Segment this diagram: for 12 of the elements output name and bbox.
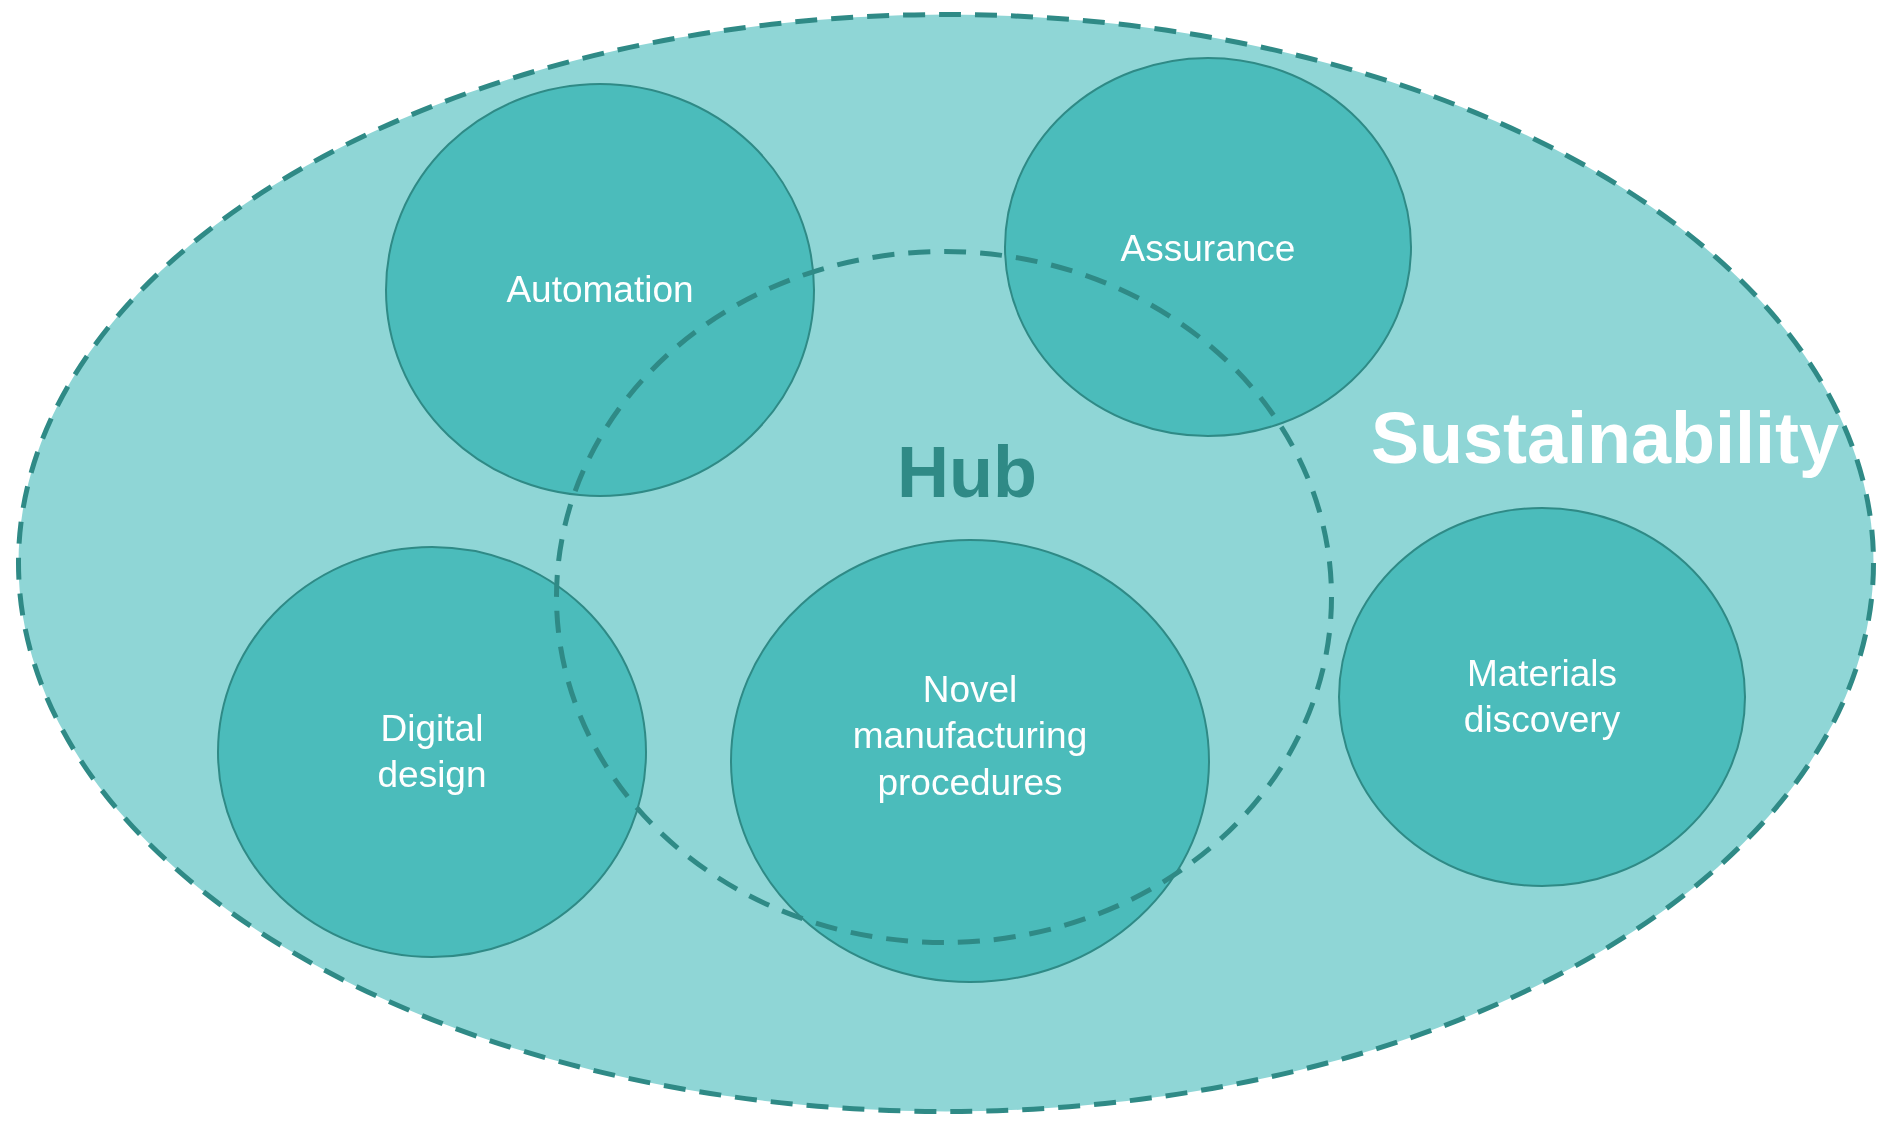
region-title: Hub [896, 431, 1038, 514]
circle-node [217, 546, 647, 958]
circle-node [730, 539, 1210, 983]
circle-label: Digital design [376, 706, 488, 797]
circle-node [385, 83, 815, 497]
region-title: Sustainability [1369, 397, 1841, 480]
circle-label: Materials discovery [1462, 651, 1622, 742]
circle-label: Assurance [1119, 226, 1297, 271]
dashed-ellipse-region [16, 12, 1876, 1114]
circle-node [1338, 507, 1746, 887]
circle-label: Automation [505, 267, 695, 312]
circle-label: Novel manufacturing procedures [851, 667, 1089, 805]
